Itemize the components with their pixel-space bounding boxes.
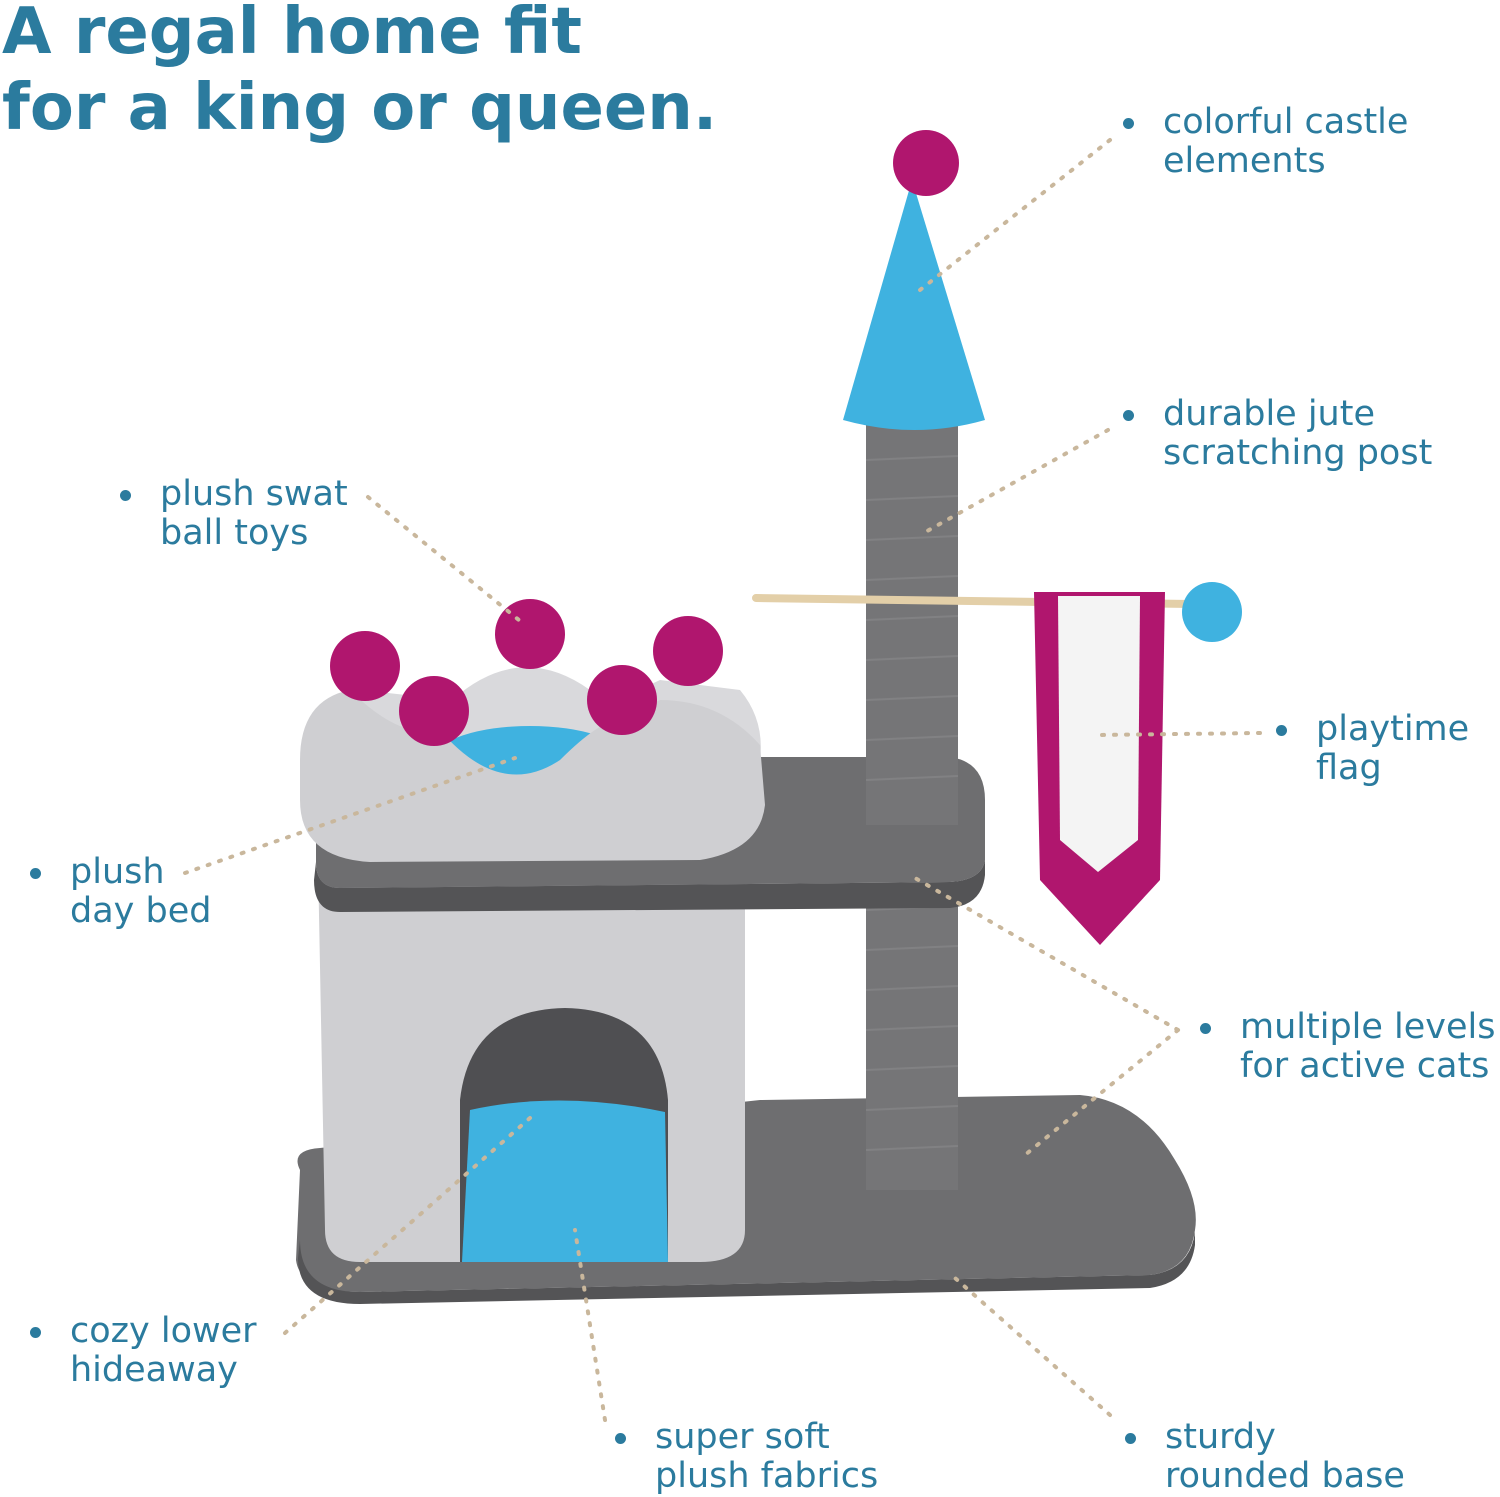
bullet-dot	[30, 1327, 41, 1338]
flag-banner-white	[1058, 596, 1140, 872]
swat-ball	[653, 616, 723, 686]
callout-swat-balls: plush swat ball toys	[120, 475, 348, 553]
callout-hideaway: cozy lower hideaway	[30, 1312, 257, 1390]
hideaway-blue-cushion	[462, 1100, 668, 1262]
callout-day-bed: plush day bed	[30, 853, 211, 931]
leader-lines	[183, 138, 1262, 1422]
callout-multiple-levels: multiple levels for active cats	[1200, 1008, 1496, 1086]
bullet-dot	[1123, 118, 1134, 129]
lower-jute-post	[866, 890, 958, 1190]
blue-cone-top	[843, 180, 985, 430]
bullet-dot	[615, 1433, 626, 1444]
top-pom-pom	[893, 130, 959, 196]
callout-playtime-flag: playtime flag	[1276, 710, 1469, 788]
callout-castle-elements: colorful castle elements	[1123, 103, 1408, 181]
bullet-dot	[120, 490, 131, 501]
swat-ball	[330, 631, 400, 701]
bullet-dot	[1123, 410, 1134, 421]
bullet-dot	[1276, 725, 1287, 736]
swat-ball	[495, 599, 565, 669]
swat-ball	[587, 665, 657, 735]
upper-jute-post	[866, 425, 958, 825]
swat-ball	[399, 676, 469, 746]
headline-line-2: for a king or queen.	[2, 71, 718, 145]
flag-pom-pom	[1182, 582, 1242, 642]
callout-soft-fabrics: super soft plush fabrics	[615, 1418, 878, 1496]
headline: A regal home fit for a king or queen.	[2, 0, 717, 146]
bullet-dot	[1200, 1023, 1211, 1034]
bullet-dot	[1125, 1433, 1136, 1444]
bullet-dot	[30, 868, 41, 879]
callout-rounded-base: sturdy rounded base	[1125, 1418, 1405, 1496]
callout-jute-post: durable jute scratching post	[1123, 395, 1432, 473]
headline-line-1: A regal home fit	[2, 0, 582, 69]
